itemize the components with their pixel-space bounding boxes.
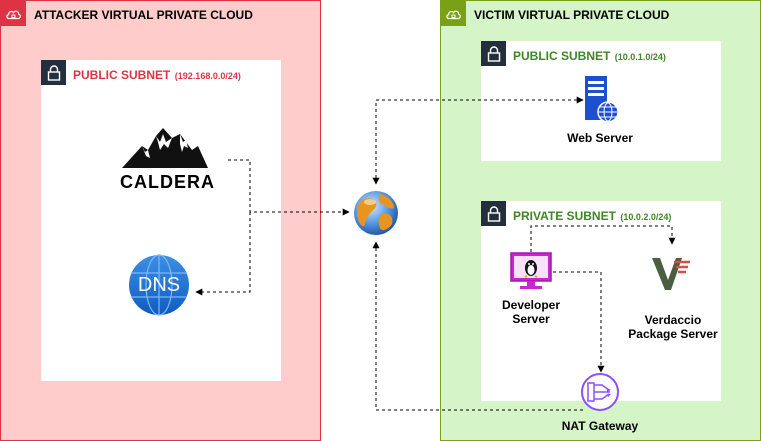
verdaccio-node	[650, 256, 692, 292]
nat-gateway-node	[580, 372, 620, 412]
subnet-name: PUBLIC SUBNET	[513, 49, 611, 63]
attacker-vpc: ATTACKER VIRTUAL PRIVATE CLOUD PUBLIC SU…	[0, 0, 321, 441]
web-server-node	[584, 76, 619, 124]
internet-globe-icon	[354, 191, 398, 235]
internet-globe-node	[352, 188, 400, 238]
attacker-vpc-title: ATTACKER VIRTUAL PRIVATE CLOUD	[34, 8, 253, 22]
developer-server-line-2: Server	[512, 312, 550, 326]
linux-monitor-icon	[510, 252, 552, 289]
lock-icon	[481, 201, 506, 226]
lock-icon	[41, 60, 66, 85]
lock-icon	[481, 41, 506, 66]
verdaccio-line-2: Package Server	[628, 327, 718, 341]
developer-server-line-1: Developer	[501, 298, 561, 312]
verdaccio-logo-icon	[652, 258, 690, 290]
subnet-name: PUBLIC SUBNET	[73, 68, 171, 82]
caldera-node: CALDERA	[120, 128, 215, 192]
caldera-label: CALDERA	[120, 172, 215, 192]
cloud-icon	[1, 1, 26, 26]
developer-server-label: Developer Server	[491, 298, 571, 326]
dns-globe-icon	[129, 254, 189, 316]
subnet-cidr: (10.0.1.0/24)	[614, 52, 666, 62]
caldera-mountain-icon	[122, 128, 208, 168]
attacker-public-subnet: PUBLIC SUBNET (192.168.0.0/24)	[41, 60, 281, 381]
private-subnet-title: PRIVATE SUBNET (10.0.2.0/24)	[513, 207, 671, 225]
dns-node: DNS	[127, 253, 191, 317]
subnet-name: PRIVATE SUBNET	[513, 209, 616, 223]
verdaccio-line-1: Verdaccio	[644, 313, 702, 327]
subnet-cidr: (192.168.0.0/24)	[174, 71, 241, 81]
dns-label: DNS	[137, 274, 181, 296]
public-subnet-title: PUBLIC SUBNET (10.0.1.0/24)	[513, 47, 666, 65]
verdaccio-label: Verdaccio Package Server	[618, 313, 728, 341]
subnet-cidr: (10.0.2.0/24)	[620, 212, 672, 222]
web-server-icon	[585, 76, 619, 123]
victim-vpc-title: VICTIM VIRTUAL PRIVATE CLOUD	[474, 8, 670, 22]
nat-gateway-label: NAT Gateway	[561, 419, 639, 433]
developer-server-node	[510, 252, 552, 292]
nat-gateway-icon	[581, 373, 619, 411]
web-server-label: Web Server	[567, 131, 633, 145]
attacker-subnet-title: PUBLIC SUBNET (192.168.0.0/24)	[73, 66, 241, 84]
cloud-icon	[441, 1, 466, 26]
